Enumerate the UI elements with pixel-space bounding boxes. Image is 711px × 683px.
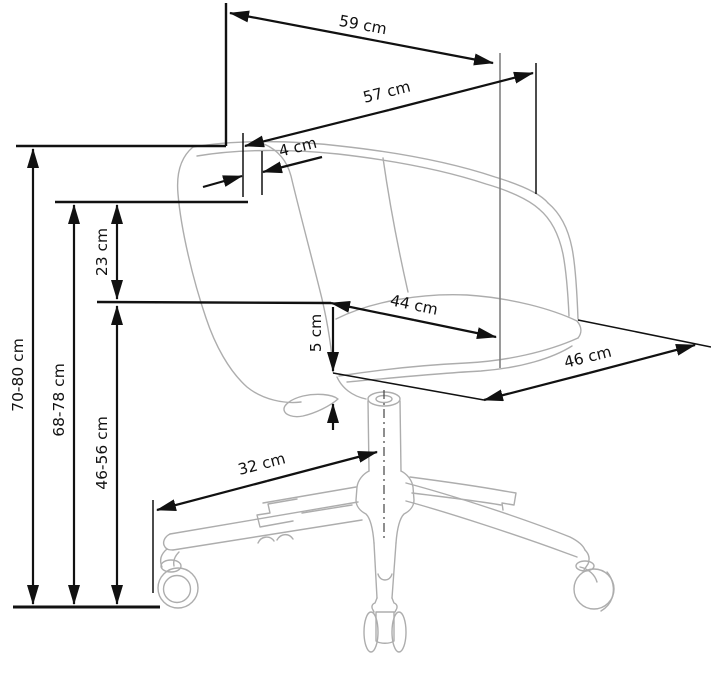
- dim-seat-cushion-label: 5 cm: [307, 314, 325, 352]
- dimension-lines: 59 cm 57 cm 4 cm 44 cm 5 cm 46 cm: [9, 10, 696, 605]
- dim-seat-height: 46-56 cm: [93, 305, 123, 605]
- dim-backrest-thickness-label: 4 cm: [277, 134, 319, 161]
- front-caster-stem: [371, 597, 398, 613]
- dim-back-width-line2: [388, 71, 534, 112]
- dim-base-leg-line: [156, 479, 268, 512]
- dim-seat-width-line: [330, 300, 415, 322]
- left-leg-top-edge: [169, 501, 359, 535]
- dim-backrest-thickness-left-arrow: [202, 174, 243, 189]
- left-wheel-inner: [162, 574, 192, 604]
- backrest-rim-inner: [196, 149, 540, 210]
- front-caster-left-lobe: [363, 611, 379, 653]
- extension-seat-depth-front: [332, 372, 485, 401]
- seat-thickness-line: [346, 345, 573, 383]
- front-leg-column: [373, 542, 397, 599]
- dim-seat-height-label: 46-56 cm: [93, 416, 111, 490]
- seat-underside: [336, 376, 367, 400]
- left-wheel-outer: [157, 567, 199, 609]
- dim-back-width: 57 cm: [244, 71, 534, 148]
- chair-illustration: [157, 140, 615, 653]
- seat-top-edge: [335, 294, 582, 339]
- backrest-right-edge-inner: [538, 208, 570, 317]
- dim-seat-width: 44 cm: [330, 291, 497, 340]
- seat-bottom-edge: [338, 337, 579, 377]
- right-wheel-crescent: [600, 571, 615, 612]
- dim-armrest-height: 68-78 cm: [50, 204, 80, 605]
- left-caster-fork: [159, 548, 180, 568]
- right-leg-bottom-edge: [405, 500, 578, 558]
- left-leg-end-cap: [162, 533, 174, 551]
- dim-base-leg-label: 32 cm: [236, 449, 287, 479]
- right-caster-fork: [579, 566, 598, 583]
- base-hub: [355, 470, 415, 544]
- dim-overall-height-label: 70-80 cm: [9, 338, 27, 412]
- dim-base-leg-length: 32 cm: [156, 449, 378, 512]
- dim-backrest-height: 23 cm: [93, 204, 123, 300]
- left-leg-bottom-edge: [172, 519, 363, 551]
- dim-seat-width-line2: [413, 318, 497, 340]
- dim-backrest-thickness-right-arrow: [262, 155, 323, 174]
- rear-right-leg: [409, 476, 517, 511]
- dim-back-width-label: 57 cm: [361, 78, 412, 107]
- shell-left-outer-edge: [176, 146, 302, 404]
- backrest-right-edge-outer: [547, 202, 579, 320]
- shell-front-inner-edge: [263, 143, 334, 373]
- extension-seat-depth-rear: [577, 319, 711, 348]
- rear-left-leg: [256, 486, 357, 528]
- front-caster-right-lobe: [391, 611, 407, 653]
- reference-lines: [13, 3, 711, 609]
- adjustment-lever: [283, 393, 339, 418]
- dim-base-leg-line2: [266, 450, 378, 483]
- dim-armrest-height-label: 68-78 cm: [50, 363, 68, 437]
- seat-level-line: [96, 300, 332, 305]
- left-caster-cap: [160, 559, 182, 573]
- dim-back-width-line: [244, 108, 390, 148]
- right-leg-end-cap: [583, 549, 590, 571]
- dim-overall-height: 70-80 cm: [9, 148, 39, 605]
- dim-top-width: 59 cm: [229, 10, 494, 66]
- dim-seat-depth-line2: [588, 343, 696, 375]
- dim-top-width-line2: [361, 36, 494, 66]
- dim-backrest-height-label: 23 cm: [93, 228, 111, 276]
- rear-left-leg-knuckles: [257, 533, 294, 544]
- dim-seat-depth: 46 cm: [483, 343, 696, 402]
- dim-seat-cushion: 5 cm: [307, 307, 339, 430]
- right-leg-top-edge: [405, 482, 586, 551]
- front-caster-face: [375, 611, 395, 644]
- dim-seat-depth-line: [483, 371, 590, 402]
- dim-top-width-line: [229, 10, 363, 40]
- backrest-seam: [382, 157, 409, 293]
